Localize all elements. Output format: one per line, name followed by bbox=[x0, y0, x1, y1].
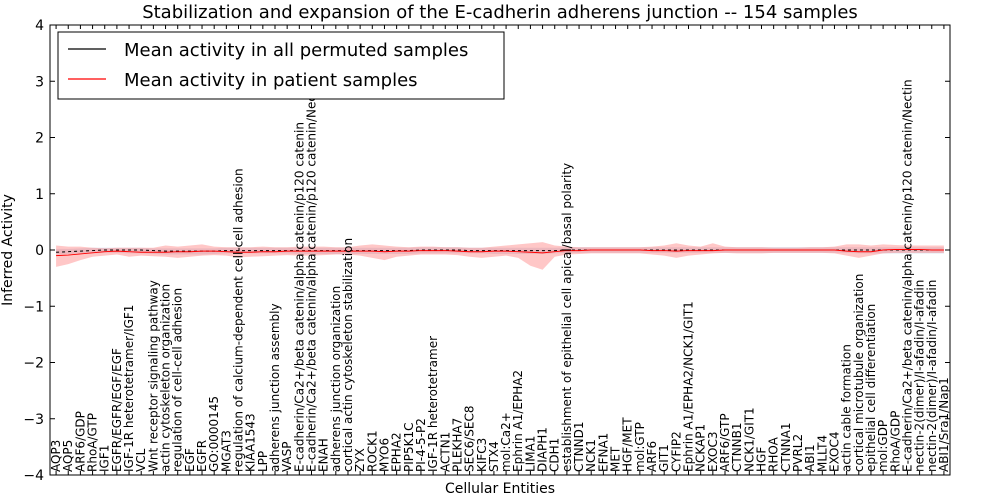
x-tick-label: EXOC3 bbox=[706, 432, 720, 473]
x-tick-label: GO:0000145 bbox=[207, 396, 221, 472]
x-tick-label: PVRL2 bbox=[791, 434, 805, 472]
x-tick-label: HGF/MET bbox=[621, 417, 635, 472]
x-tick-label: cortical actin cytoskeleton stabilizatio… bbox=[341, 238, 355, 472]
x-tick-label: PI-4-5-P2 bbox=[414, 418, 428, 472]
legend: Mean activity in all permuted samples Me… bbox=[57, 31, 505, 100]
x-tick-label: AQP5 bbox=[61, 440, 75, 472]
y-tick-label: 4 bbox=[35, 18, 44, 34]
x-tick-label: MLLT4 bbox=[815, 435, 829, 472]
x-tick-label: CYFIP2 bbox=[669, 431, 683, 472]
x-tick-label: regulation of calcium-dependent cell-cel… bbox=[232, 168, 246, 472]
x-tick-label: E-cadherin/Ca2+/beta catenin/alpha caten… bbox=[304, 79, 318, 472]
x-tick-label: DIAPH1 bbox=[536, 427, 550, 472]
x-tick-label: RhoA/GDP bbox=[888, 411, 902, 472]
y-tick-label: −3 bbox=[23, 412, 44, 428]
x-tick-label: nectin-2(dimer)/I-afadin/I-afadin bbox=[913, 280, 927, 472]
x-tick-label: mol:Ca2+ bbox=[499, 412, 513, 472]
x-tick-label: E-cadherin/Ca2+/beta catenin/alpha caten… bbox=[900, 79, 914, 472]
x-tick-label: EPHA2 bbox=[390, 432, 404, 472]
y-tick-label: 1 bbox=[35, 187, 44, 203]
x-tick-label: EFNA1 bbox=[596, 433, 610, 472]
x-tick-label: CTNNA1 bbox=[779, 422, 793, 472]
x-tick-label: NCK1/GIT1 bbox=[742, 407, 756, 472]
x-tick-label: EXOC4 bbox=[827, 432, 841, 473]
x-tick-label: MYO6 bbox=[377, 438, 391, 472]
y-tick-label: −1 bbox=[23, 299, 44, 315]
x-tick-label: MGAT3 bbox=[219, 430, 233, 472]
x-tick-label: LPP bbox=[256, 451, 270, 472]
x-tick-label: RhoA/GTP bbox=[86, 413, 100, 472]
x-tick-label: IGF-1R heterotetramer/IGF1 bbox=[122, 305, 136, 472]
y-tick-label: −4 bbox=[23, 468, 44, 484]
x-tick-label: STX4 bbox=[487, 441, 501, 472]
x-tick-label: ACTN1 bbox=[438, 432, 452, 472]
x-tick-label: ARF6 bbox=[645, 441, 659, 472]
x-tick-label: PIP5K1C bbox=[402, 422, 416, 472]
x-tick-label: MET bbox=[609, 446, 623, 472]
x-tick-label: AQP3 bbox=[49, 440, 63, 472]
x-tick-label: establishment of epithelial cell apical/… bbox=[560, 163, 574, 472]
x-tick-label: VASP bbox=[280, 441, 294, 472]
x-tick-label: CDH1 bbox=[548, 438, 562, 472]
patient-mean-line bbox=[56, 248, 944, 257]
x-tick-label: KIAA1543 bbox=[244, 413, 258, 472]
x-tick-label: EGF bbox=[183, 448, 197, 472]
x-tick-label: EGFR/EGFR/EGF/EGF bbox=[110, 348, 124, 472]
x-tick-label: KIFC3 bbox=[475, 438, 489, 472]
x-tick-label: CTNND1 bbox=[572, 421, 586, 472]
x-tick-label: actin cytoskeleton organization bbox=[159, 284, 173, 472]
x-tick-label: ENAH bbox=[317, 438, 331, 472]
x-tick-label: ARF6/GDP bbox=[73, 411, 87, 472]
x-tick-label: PLEKHA7 bbox=[450, 418, 464, 472]
patient-band bbox=[56, 242, 944, 270]
x-tick-label: VCL bbox=[134, 448, 148, 472]
x-tick-label: NCKAP1 bbox=[694, 424, 708, 472]
x-tick-label: EGFR bbox=[195, 440, 209, 472]
x-tick-label: CTNNB1 bbox=[730, 422, 744, 472]
x-tick-label: IGF1 bbox=[98, 445, 112, 472]
x-tick-label: adherens junction assembly bbox=[268, 303, 282, 472]
y-axis-label: Inferred Activity bbox=[0, 194, 16, 306]
x-tick-label: GIT1 bbox=[657, 444, 671, 472]
x-tick-label: mol:GDP bbox=[876, 420, 890, 472]
x-tick-label: ARF6/GTP bbox=[718, 413, 732, 472]
x-tick-label: NCK1 bbox=[584, 439, 598, 472]
x-tick-label: LIMA1 bbox=[523, 436, 537, 472]
x-tick-label: IGF-1R heterotetramer bbox=[426, 336, 440, 472]
x-tick-label: regulation of cell-cell adhesion bbox=[171, 288, 185, 472]
legend-label-patient: Mean activity in patient samples bbox=[124, 70, 418, 91]
x-tick-label: HGF bbox=[754, 447, 768, 472]
x-tick-label: ABI1/Sra1/Nap1 bbox=[937, 377, 951, 472]
y-tick-label: 2 bbox=[35, 131, 44, 147]
legend-label-permuted: Mean activity in all permuted samples bbox=[124, 40, 468, 61]
y-tick-label: −2 bbox=[23, 356, 44, 372]
x-tick-label: actin cable formation bbox=[840, 344, 854, 472]
x-tick-label: ABI1 bbox=[803, 444, 817, 472]
x-tick-label: E-cadherin/Ca2+/beta catenin/alpha caten… bbox=[292, 122, 306, 472]
x-tick-label: nectin-2(dimer)/I-afadin/I-afadin bbox=[925, 280, 939, 472]
x-tick-label: epithelial cell differentiation bbox=[864, 304, 878, 472]
x-tick-label: SEC6/SEC8 bbox=[463, 406, 477, 472]
x-tick-label: Wnt receptor signaling pathway bbox=[146, 280, 160, 472]
x-tick-label: Ephrin A1/EPHA2 bbox=[511, 370, 525, 472]
x-tick-label: RHOA bbox=[767, 436, 781, 472]
x-tick-label: mol:GTP bbox=[633, 422, 647, 472]
legend-box bbox=[57, 31, 505, 100]
x-tick-label: adherens junction organization bbox=[329, 286, 343, 472]
x-tick-label: ZYX bbox=[353, 448, 367, 472]
y-tick-label: 0 bbox=[35, 243, 44, 259]
x-axis-label: Cellular Entities bbox=[445, 481, 555, 497]
x-tick-label: ROCK1 bbox=[365, 430, 379, 472]
x-tick-label: cortical microtubule organization bbox=[852, 274, 866, 472]
y-tick-label: 3 bbox=[35, 74, 44, 90]
x-tick-label: Ephrin A1/EPHA2/NCK1/GIT1 bbox=[682, 301, 696, 472]
chart-title: Stabilization and expansion of the E-cad… bbox=[142, 2, 858, 23]
